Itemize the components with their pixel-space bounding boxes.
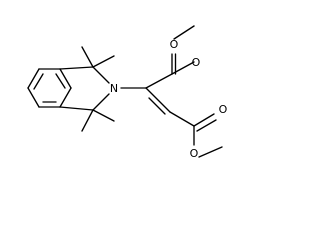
top-methoxy-bond [173, 25, 195, 40]
ring-bond [59, 66, 94, 70]
benzene-bond [27, 87, 40, 108]
benzene-ring [27, 68, 72, 108]
bottom-ester-group: O O [190, 103, 228, 160]
bottom-methoxy-bond [198, 146, 223, 158]
benzene-bond [27, 68, 40, 89]
ring-bond [92, 93, 110, 111]
methyl-bond [92, 109, 115, 122]
benzene-inner-double-bond [33, 73, 44, 90]
bottom-ester-oxygen-label: O [190, 147, 199, 160]
structure-diagram: N O O O O [27, 25, 228, 160]
benzene-bond [59, 68, 72, 89]
vinyl-double-bond [145, 87, 171, 113]
molecule-drawing: N O O O O [27, 25, 228, 160]
gem-dimethyl-groups [81, 46, 115, 132]
top-ester-group: O O [170, 25, 201, 69]
nitrogen-label: N [110, 82, 118, 95]
pyrrolidine-ring [59, 66, 110, 111]
ring-bond [59, 106, 94, 111]
bottom-carbonyl-oxygen-label: O [219, 103, 228, 116]
benzene-bond [59, 87, 72, 108]
top-ester-oxygen-label: O [192, 56, 201, 69]
top-ester-single-bond [171, 61, 195, 75]
vinyl-double-bond-offset [148, 97, 166, 115]
nitrogen-atom: N [110, 82, 118, 95]
bottom-carbonyl-double-bond-offset [196, 119, 217, 132]
bottom-carbonyl-double-bond [193, 113, 215, 127]
ring-bond [92, 66, 110, 84]
vinyl-carbon-to-top-carbonyl-bond [145, 73, 173, 89]
methyl-bond [81, 46, 94, 68]
vinyl-to-bottom-carbonyl-bond [169, 111, 195, 127]
methyl-bond [81, 109, 94, 132]
maleate-chain [120, 53, 217, 146]
benzene-inner-double-bond [55, 73, 66, 89]
methyl-bond [92, 55, 115, 68]
top-carbonyl-oxygen-label: O [170, 38, 179, 51]
